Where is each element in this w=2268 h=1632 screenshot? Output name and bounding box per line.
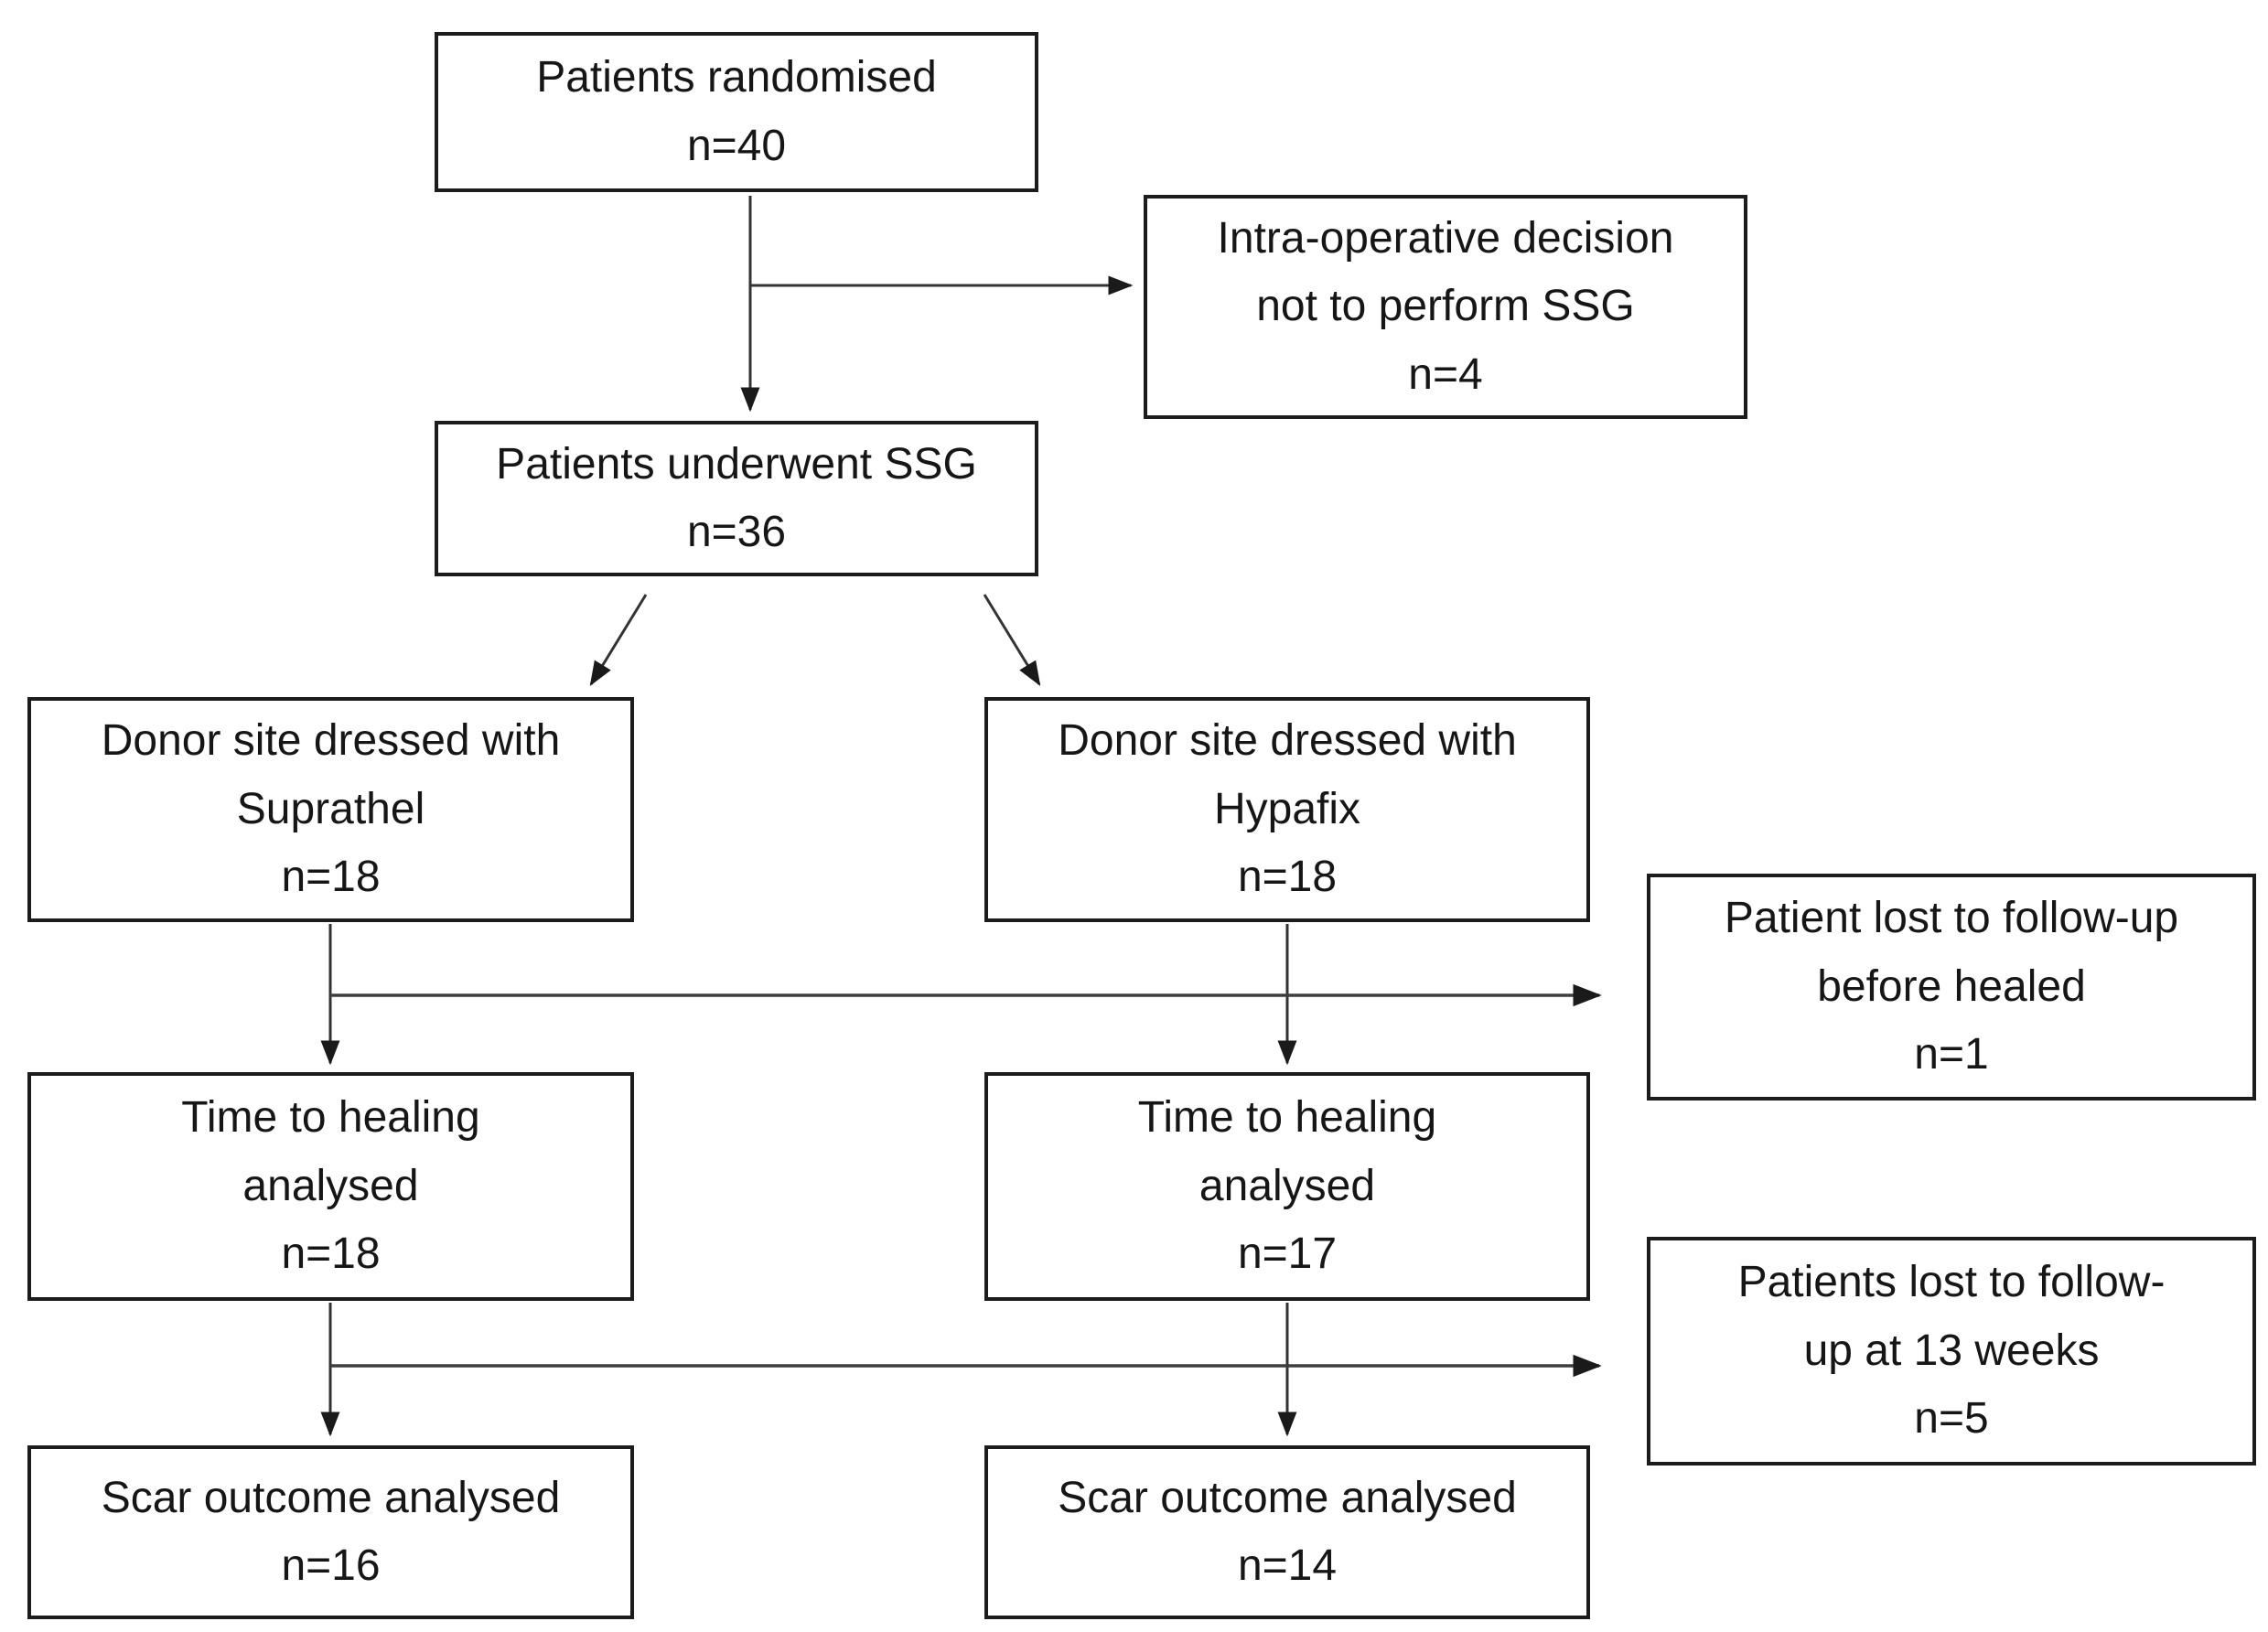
box-count: n=18 bbox=[281, 853, 381, 902]
box-scar-outcome-hypafix: Scar outcome analysed n=14 bbox=[984, 1445, 1590, 1619]
box-donor-site-hypafix: Donor site dressed with Hypafix n=18 bbox=[984, 697, 1590, 922]
box-text-line: Intra-operative decision bbox=[1217, 213, 1674, 263]
box-text-line: Donor site dressed with bbox=[101, 716, 561, 766]
box-text-line: Patients randomised bbox=[536, 53, 937, 102]
box-text-line: Hypafix bbox=[1213, 784, 1361, 833]
box-patients-underwent-ssg: Patients underwent SSG n=36 bbox=[435, 421, 1038, 576]
box-text-line: Patient lost to follow-up bbox=[1724, 894, 2179, 943]
box-lost-before-healed: Patient lost to follow-up before healed … bbox=[1647, 874, 2256, 1101]
box-time-to-healing-hypafix: Time to healing analysed n=17 bbox=[984, 1072, 1590, 1301]
box-count: n=4 bbox=[1408, 349, 1483, 399]
box-text-line: Time to healing bbox=[1137, 1093, 1437, 1143]
box-scar-outcome-suprathel: Scar outcome analysed n=16 bbox=[27, 1445, 634, 1619]
box-text-line: Patients underwent SSG bbox=[496, 439, 977, 489]
arrow-underwent-to-suprathel bbox=[589, 594, 648, 687]
box-text-line: analysed bbox=[1198, 1161, 1376, 1210]
box-text-line: Suprathel bbox=[236, 784, 425, 833]
box-count: n=18 bbox=[1237, 853, 1338, 902]
box-lost-at-13-weeks: Patients lost to follow- up at 13 weeks … bbox=[1647, 1237, 2256, 1466]
box-time-to-healing-suprathel: Time to healing analysed n=18 bbox=[27, 1072, 634, 1301]
arrow-underwent-to-hypafix bbox=[983, 594, 1041, 687]
box-text-line: Time to healing bbox=[181, 1093, 480, 1143]
box-text-line: Donor site dressed with bbox=[1058, 716, 1517, 766]
box-text-line: before healed bbox=[1817, 961, 2086, 1011]
box-text-line: Scar outcome analysed bbox=[1058, 1473, 1517, 1522]
box-text-line: up at 13 weeks bbox=[1803, 1326, 2100, 1375]
box-count: n=18 bbox=[281, 1229, 381, 1279]
box-text-line: Patients lost to follow- bbox=[1737, 1258, 2166, 1307]
box-intraoperative-decision: Intra-operative decision not to perform … bbox=[1144, 195, 1747, 419]
box-count: n=14 bbox=[1237, 1541, 1338, 1590]
box-count: n=40 bbox=[686, 121, 787, 170]
box-count: n=1 bbox=[1914, 1030, 1989, 1079]
box-donor-site-suprathel: Donor site dressed with Suprathel n=18 bbox=[27, 697, 634, 922]
box-count: n=16 bbox=[281, 1541, 381, 1590]
box-text-line: analysed bbox=[242, 1161, 419, 1210]
box-count: n=36 bbox=[686, 508, 787, 556]
box-text-line: Scar outcome analysed bbox=[101, 1473, 561, 1522]
box-count: n=17 bbox=[1237, 1229, 1338, 1279]
box-count: n=5 bbox=[1914, 1394, 1989, 1444]
box-patients-randomised: Patients randomised n=40 bbox=[435, 32, 1038, 192]
box-text-line: not to perform SSG bbox=[1256, 282, 1635, 331]
